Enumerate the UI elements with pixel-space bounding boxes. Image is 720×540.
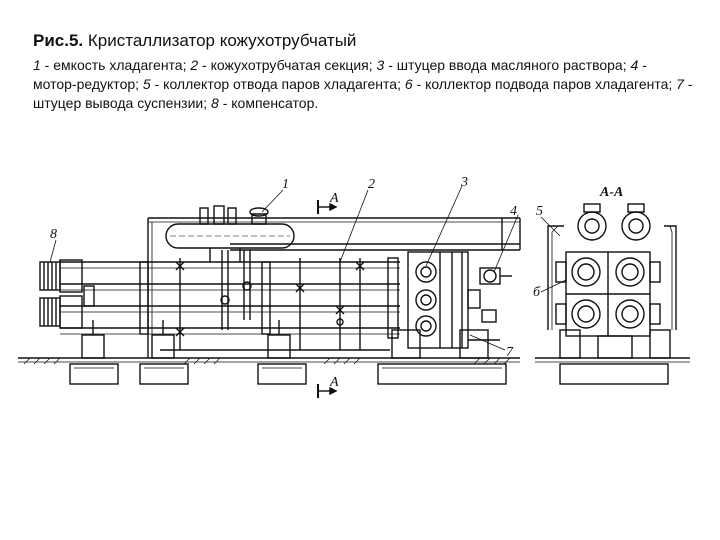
- callout-4: 4: [510, 204, 517, 219]
- callout-8: 8: [50, 227, 57, 242]
- legend-number: 5: [142, 76, 151, 92]
- refrigerant-tank: [165, 205, 295, 262]
- section-view-title: А-А: [599, 185, 623, 200]
- section-mark-top: [317, 200, 338, 214]
- ground-line: [18, 357, 520, 365]
- callout-6: б: [533, 285, 541, 300]
- callout-1: 1: [282, 177, 289, 192]
- legend-number: 2: [190, 57, 199, 73]
- drive-end: [407, 251, 512, 349]
- figure-caption: Рис.5. Кристаллизатор кожухотрубчатый 1 …: [33, 30, 693, 113]
- callout-5: 5: [536, 204, 543, 219]
- legend-text: штуцер ввода масляного раствора: [396, 57, 623, 73]
- callout-2: 2: [368, 177, 375, 192]
- support-legs: [81, 320, 489, 359]
- leader-lines: [49, 185, 519, 351]
- legend-number: 6: [404, 76, 413, 92]
- legend-text: штуцер вывода суспензии: [33, 95, 204, 111]
- callout-7: 7: [506, 345, 514, 360]
- figure-number: Рис.5.: [33, 31, 84, 50]
- legend-text: мотор-редуктор: [33, 76, 136, 92]
- legend-text: компенсатор: [231, 95, 315, 111]
- foundation-blocks: [69, 363, 507, 385]
- shell-tube-sections: [60, 250, 400, 350]
- figure-title-text: Кристаллизатор кожухотрубчатый: [87, 31, 357, 50]
- legend-text: емкость хладагента: [53, 57, 183, 73]
- callout-3: 3: [460, 175, 468, 190]
- legend-text: коллектор подвода паров хладагента: [425, 76, 669, 92]
- legend-number: 4: [630, 57, 639, 73]
- figure-title: Рис.5. Кристаллизатор кожухотрубчатый: [33, 30, 693, 52]
- legend-text: кожухотрубчатая секция: [210, 57, 369, 73]
- section-mark-bottom: [317, 384, 338, 398]
- legend-number: 1: [33, 57, 41, 73]
- section-mark-label-bottom: А: [329, 375, 339, 390]
- legend-text: коллектор отвода паров хладагента: [163, 76, 398, 92]
- legend-number: 7: [676, 76, 684, 92]
- legend-number: 3: [376, 57, 385, 73]
- figure-legend: 1 - емкость хладагента; 2 - кожухотрубча…: [33, 57, 693, 111]
- compensators: [39, 259, 83, 329]
- steel-frame: [147, 217, 521, 358]
- section-mark-label-top: А: [329, 191, 339, 206]
- legend-number: 8: [211, 95, 219, 111]
- section-view: [535, 203, 690, 385]
